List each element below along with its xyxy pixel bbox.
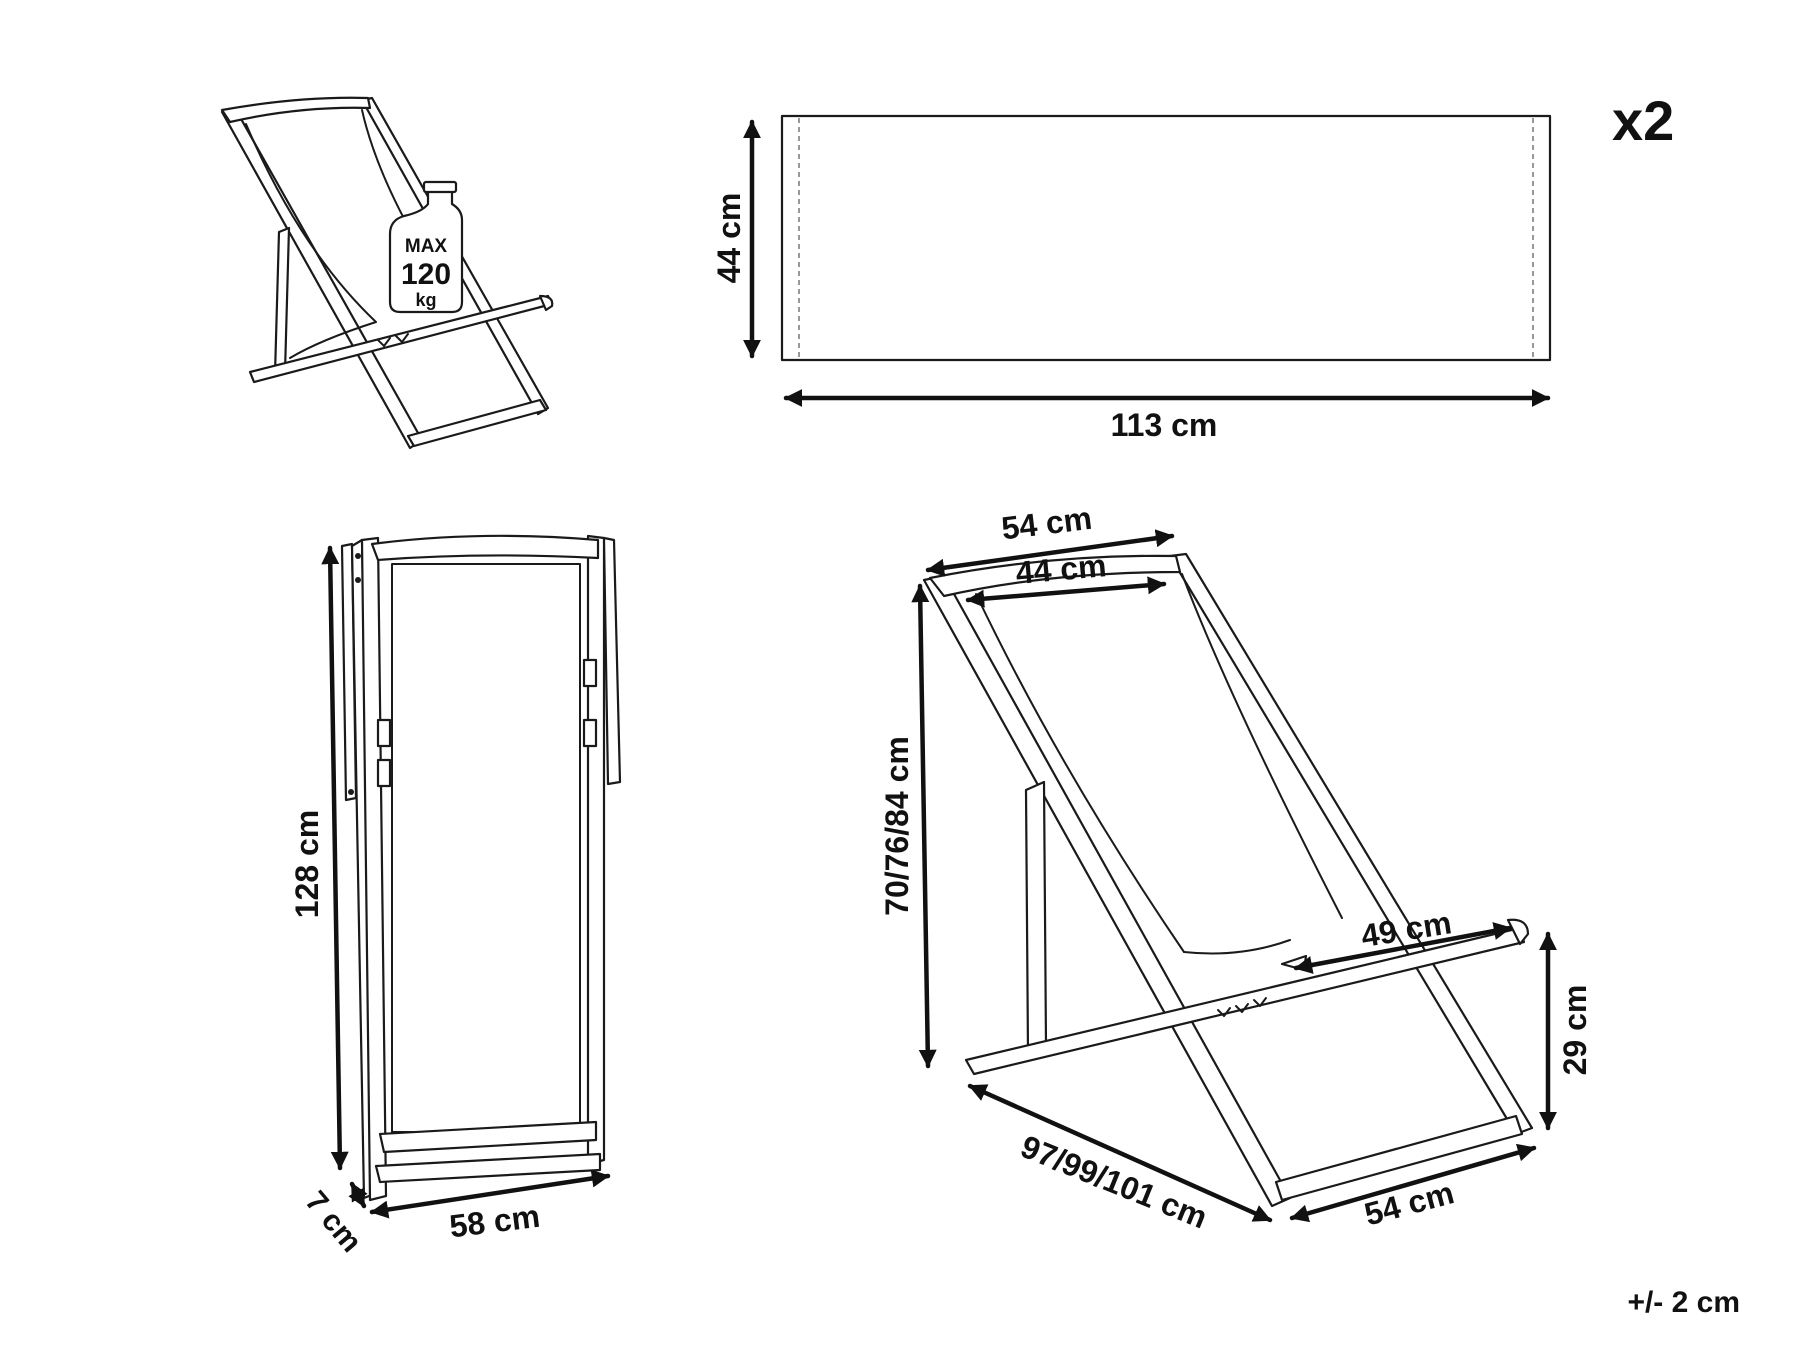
fabric-height-label: 44 cm bbox=[711, 193, 747, 284]
folded-height-dimension bbox=[321, 545, 349, 1171]
open-armrest-length-dimension bbox=[1293, 922, 1513, 974]
open-height-label: 70/76/84 cm bbox=[879, 736, 915, 916]
max-label: MAX bbox=[405, 236, 448, 257]
quantity-label: x2 bbox=[1612, 89, 1674, 152]
max-load-value: 120 bbox=[401, 258, 451, 291]
fabric-panel bbox=[780, 114, 1552, 362]
weight-icon: MAX 120 kg bbox=[388, 180, 464, 314]
open-top-inner-label: 44 cm bbox=[1014, 547, 1108, 591]
folded-chair-illustration bbox=[340, 534, 622, 1202]
folded-height-label: 128 cm bbox=[289, 810, 325, 919]
small-chair-illustration bbox=[220, 96, 554, 450]
open-height-dimension bbox=[911, 583, 937, 1069]
max-load-unit: kg bbox=[415, 290, 436, 310]
folded-width-dimension bbox=[369, 1169, 611, 1219]
open-top-outer-label: 54 cm bbox=[999, 500, 1093, 547]
fabric-length-label: 113 cm bbox=[1111, 407, 1218, 443]
tolerance-note: +/- 2 cm bbox=[1627, 1286, 1740, 1319]
open-top-outer-dimension bbox=[925, 529, 1175, 577]
folded-width-label: 58 cm bbox=[447, 1198, 541, 1245]
open-depth-dimension bbox=[967, 1083, 1273, 1223]
open-top-inner-dimension bbox=[965, 576, 1167, 608]
open-bottom-width-dimension bbox=[1289, 1143, 1537, 1223]
folded-depth-dimension bbox=[348, 1181, 368, 1209]
open-armrest-height-label: 29 cm bbox=[1557, 985, 1593, 1076]
